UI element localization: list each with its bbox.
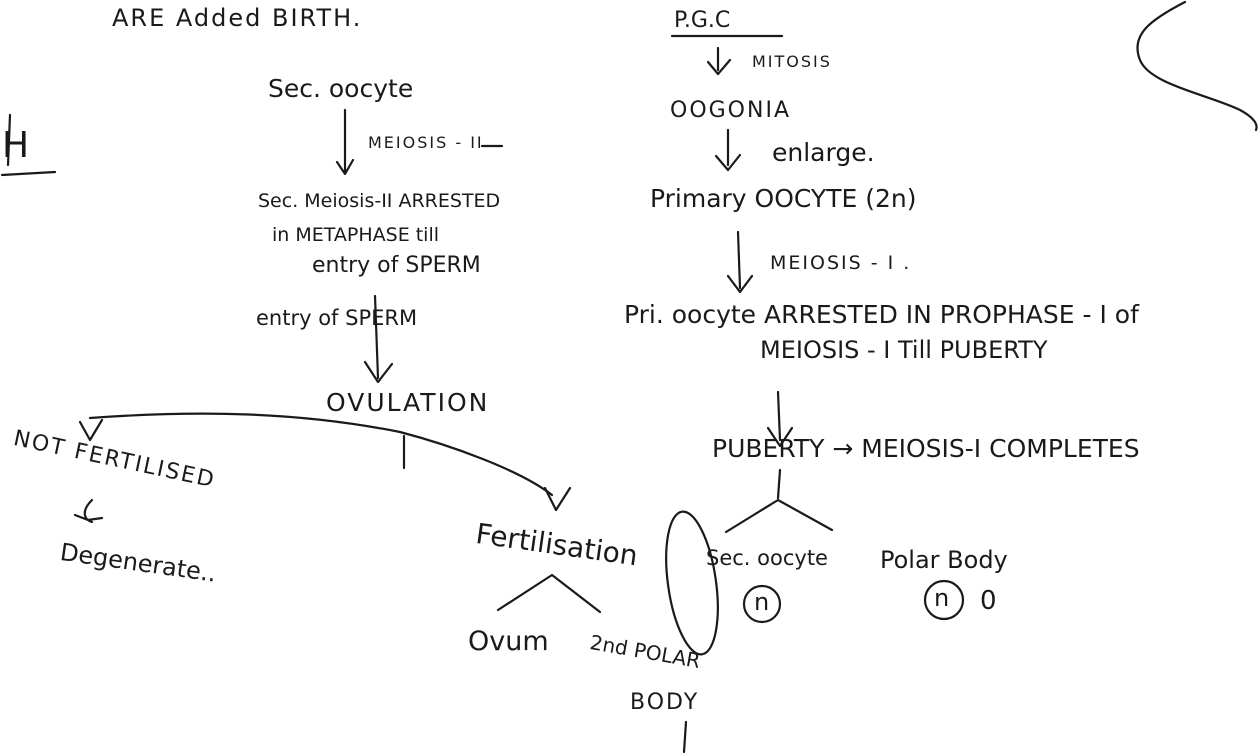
meiosis-2-label: MEIOSIS - II [368, 133, 484, 152]
arrest-line-1: Sec. Meiosis-II ARRESTED [258, 190, 501, 212]
arrow-primary-down [726, 230, 754, 294]
n-circle-sec [742, 584, 782, 624]
pri-arrest-line-1: Pri. oocyte ARRESTED IN PROPHASE - I of [624, 300, 1139, 329]
primary-oocyte-label: Primary OOCYTE (2n) [650, 184, 917, 213]
oogonia-label: OOGONIA [670, 98, 791, 123]
puberty-label: PUBERTY → MEIOSIS-I COMPLETES [712, 434, 1140, 463]
entry-sperm-label: entry of SPERM [256, 306, 418, 330]
n-label-polar: n [934, 584, 950, 612]
corner-underline [0, 170, 57, 177]
sec-oocyte-label: Sec. oocyte [268, 74, 414, 103]
zero-label: 0 [980, 586, 997, 616]
arrow-oogonia-down [714, 128, 742, 172]
right-sec-oocyte-label: Sec. oocyte [706, 546, 828, 570]
arrow-meiosis1-arrest-down [766, 390, 794, 448]
arrow-sec-oocyte-down [335, 108, 355, 176]
arrest-line-2: in METAPHASE till [272, 224, 440, 246]
arrest-line-3: entry of SPERM [312, 253, 481, 278]
n-circle-polar [923, 579, 965, 621]
puberty-split [724, 468, 834, 534]
ovulation-label: OVULATION [326, 388, 490, 417]
body-label: BODY [630, 690, 700, 715]
left-edge-letter: H [2, 125, 30, 166]
top-right-squiggle [1136, 0, 1258, 132]
fertilisation-split [496, 573, 602, 614]
sec-oocyte-oval [665, 510, 719, 656]
arrow-not-fertilised-down [73, 498, 104, 524]
top-line-text: ARE Added BIRTH. [112, 4, 363, 32]
pgc-label: P.G.C [674, 8, 731, 33]
meiosis-1-label: MEIOSIS - I . [770, 252, 912, 274]
mitosis-label: MITOSIS [752, 52, 832, 71]
pri-arrest-line-2: MEIOSIS - I Till PUBERTY [760, 336, 1048, 364]
ovulation-fork [88, 412, 554, 497]
fork-left-arrowhead [78, 418, 104, 442]
h-left-bar [6, 113, 12, 167]
arrow-pgc-down [706, 46, 732, 76]
polar-body-label: Polar Body [880, 546, 1008, 574]
ovum-label: Ovum [468, 626, 549, 657]
n-label-sec: n [754, 588, 770, 616]
arrow-entry-sperm-down [363, 294, 394, 384]
polar-body-tail [682, 720, 688, 754]
enlarge-label: enlarge. [772, 138, 875, 167]
fork-right-arrowhead [543, 486, 572, 512]
